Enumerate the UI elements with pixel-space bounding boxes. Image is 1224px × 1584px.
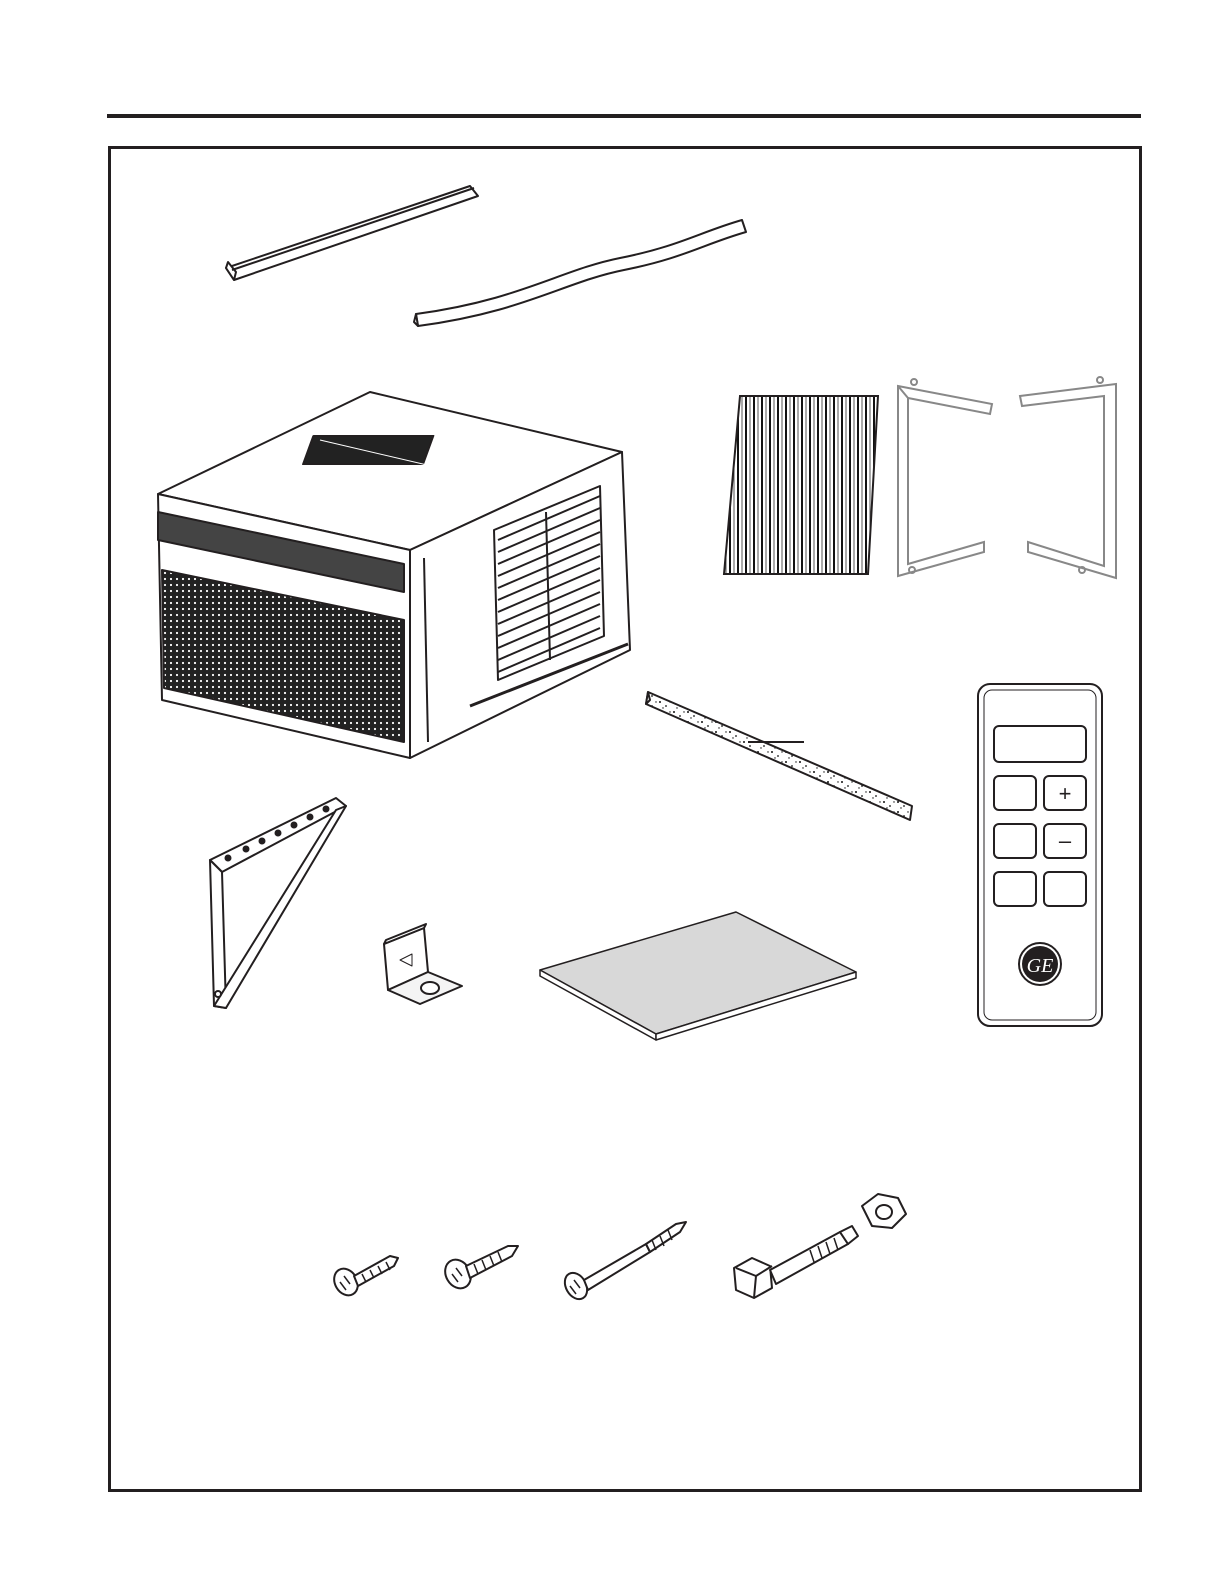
ge-logo-text: GE: [1027, 955, 1054, 977]
foam-strip-icon: [414, 220, 746, 326]
remote-minus-label: –: [1059, 828, 1072, 853]
air-conditioner-icon: [158, 392, 630, 758]
remote-icon: + – GE: [978, 684, 1102, 1026]
triangle-bracket-icon: [210, 798, 346, 1008]
sash-seal-icon: [646, 692, 912, 820]
top-rail-icon: [226, 186, 478, 280]
remote-plus-label: +: [1059, 781, 1072, 806]
frame-guide-icon: [898, 377, 1116, 578]
remote-button-blank-3: [994, 872, 1036, 906]
accordion-panel-icon: [724, 396, 878, 574]
remote-button-blank-2: [994, 824, 1036, 858]
bolt-icon: [734, 1194, 906, 1298]
screw-icon: [329, 1222, 686, 1303]
pad-icon: [540, 912, 856, 1040]
l-bracket-icon: [384, 924, 462, 1004]
remote-button-blank-4: [1044, 872, 1086, 906]
remote-button-blank-1: [994, 776, 1036, 810]
